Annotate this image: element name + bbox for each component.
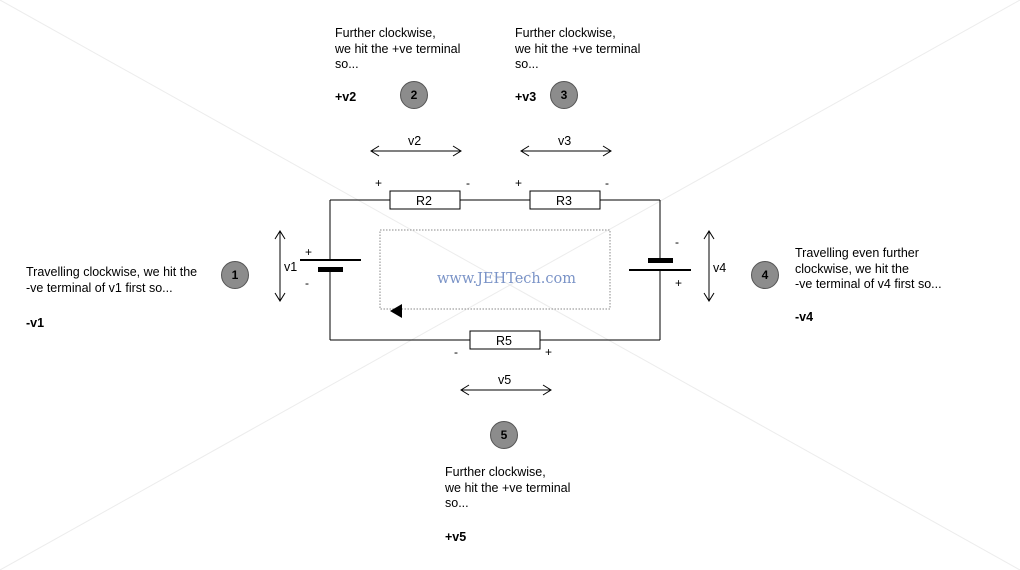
step-badge-4: 4	[751, 261, 779, 289]
v5-label: v5	[498, 373, 512, 387]
v4-minus-sign: -	[675, 235, 679, 249]
note-line: -ve terminal of v1 first so...	[26, 280, 173, 295]
watermark: www.JEHTech.com	[437, 271, 576, 287]
note-line: we hit the +ve terminal	[445, 480, 571, 495]
note-line: we hit the +ve terminal	[335, 41, 461, 56]
resistor-r2	[389, 190, 461, 210]
step-badge-1: 1	[221, 261, 249, 289]
note-5-text: Further clockwise, we hit the +ve termin…	[445, 465, 570, 512]
note-line: Further clockwise,	[445, 465, 546, 479]
note-line: so...	[515, 57, 539, 71]
note-5-result: +v5	[445, 530, 467, 544]
note-3-result: +v3	[515, 90, 537, 104]
v1-minus-sign: -	[305, 276, 309, 290]
r2-plus-sign: +	[375, 176, 383, 190]
v4-label: v4	[713, 261, 727, 275]
note-2-result: +v2	[335, 90, 357, 104]
note-4-text: Travelling even further clockwise, we hi…	[795, 246, 942, 293]
step-badge-3: 3	[550, 81, 578, 109]
resistor-r3	[529, 190, 601, 210]
r3-plus-sign: +	[515, 176, 523, 190]
r5-label: R5	[496, 334, 512, 348]
v2-label: v2	[408, 134, 422, 148]
note-3-text: Further clockwise, we hit the +ve termin…	[515, 26, 640, 73]
r5-plus-sign: +	[545, 345, 553, 359]
step-badge-2: 2	[400, 81, 428, 109]
r3-label: R3	[556, 194, 572, 208]
note-2-text: Further clockwise, we hit the +ve termin…	[335, 26, 460, 73]
note-line: we hit the +ve terminal	[515, 41, 641, 56]
loop-direction-path	[379, 229, 611, 310]
resistor-r5	[469, 330, 541, 350]
note-line: -ve terminal of v4 first so...	[795, 277, 942, 291]
circuit-wires	[329, 199, 661, 341]
step-badge-5: 5	[490, 421, 518, 449]
note-line: Travelling even further	[795, 246, 919, 260]
r2-label: R2	[416, 194, 432, 208]
note-line: Further clockwise,	[515, 26, 616, 40]
note-1-text: Travelling clockwise, we hit the -ve ter…	[26, 265, 197, 296]
note-line: so...	[445, 496, 469, 510]
v4-plus-sign: +	[675, 276, 683, 290]
r5-minus-sign: -	[454, 345, 458, 359]
note-1-result: -v1	[26, 316, 45, 330]
note-4-result: -v4	[795, 310, 814, 324]
note-line: Travelling clockwise, we hit the	[26, 265, 198, 279]
v1-label: v1	[284, 260, 298, 274]
note-line: so...	[335, 57, 359, 71]
battery-v4	[629, 258, 691, 271]
v1-plus-sign: +	[305, 245, 313, 259]
r2-minus-sign: -	[466, 176, 470, 190]
r3-minus-sign: -	[605, 176, 609, 190]
loop-direction-arrow	[390, 304, 402, 318]
battery-v1	[300, 259, 361, 272]
note-line: Further clockwise,	[335, 26, 436, 40]
v3-label: v3	[558, 134, 572, 148]
voltage-arrows	[274, 145, 715, 396]
note-line: clockwise, we hit the	[795, 261, 909, 276]
